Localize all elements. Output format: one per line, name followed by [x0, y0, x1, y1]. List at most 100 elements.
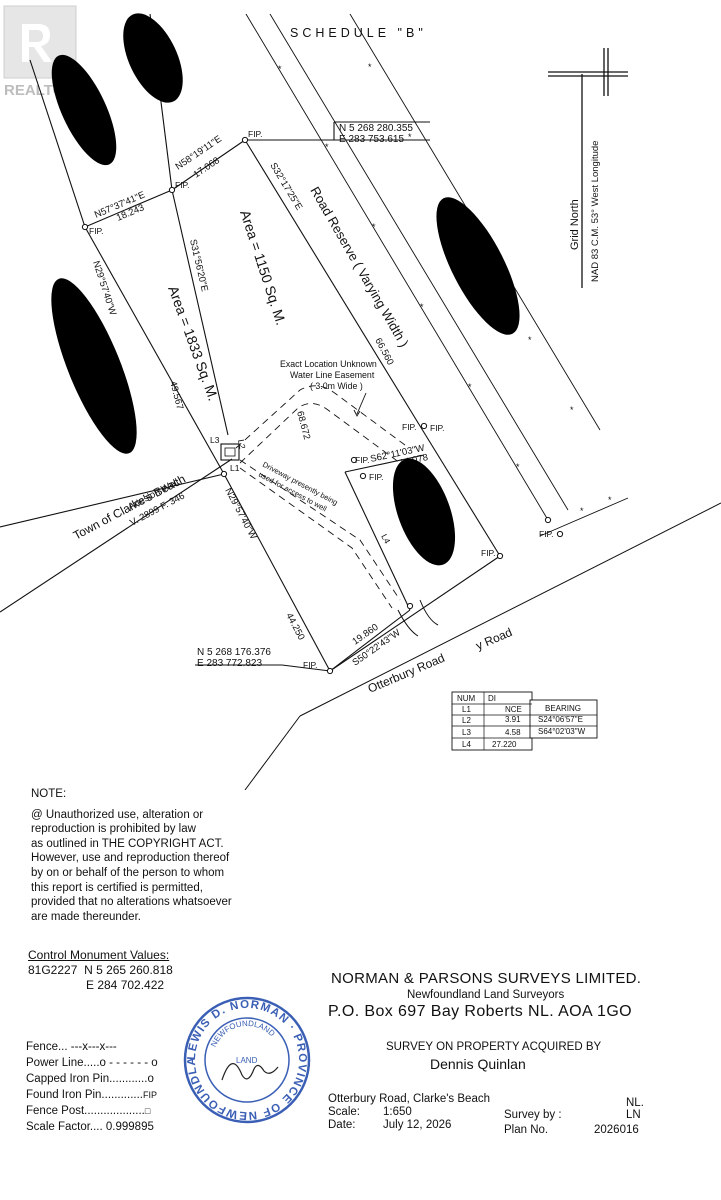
svg-text:*: *	[372, 222, 376, 232]
distance-label: 49.567	[167, 380, 185, 411]
surveyby-label: Survey by :	[504, 1109, 562, 1121]
bearing-label: N29°57'40"W	[222, 486, 258, 541]
redaction-marks	[51, 13, 520, 566]
svg-text:*: *	[468, 382, 472, 392]
top-easting: E 283 753.615	[339, 134, 404, 145]
svg-text:*: *	[325, 142, 329, 152]
table-cell: 4.58	[505, 728, 521, 737]
svg-text:*: *	[368, 62, 372, 72]
firm-subtitle: Newfoundland Land Surveyors	[407, 989, 565, 1001]
datum-label: NAD 83 C.M. 53° West Longitude	[590, 141, 601, 282]
svg-text:*: *	[580, 506, 584, 516]
schedule-title: SCHEDULE "B"	[290, 26, 427, 40]
fip-label: FIP.	[89, 226, 104, 236]
table-cell: 3.91	[505, 715, 521, 724]
top-northing: N 5 268 280.355	[339, 123, 413, 134]
table-header: DI	[488, 694, 496, 703]
svg-text:*: *	[570, 405, 574, 415]
road-label: Otterbury Road	[366, 651, 447, 696]
fip-label: FIP.	[175, 180, 190, 190]
surveyor-seal: LEWIS D. NORMAN · PROVINCE OF NEWFOUNDLA…	[182, 995, 311, 1124]
bottom-northing: N 5 268 176.376	[197, 647, 271, 658]
note-line: by on or behalf of the person to whom	[31, 866, 225, 879]
table-cell: L3	[462, 728, 471, 737]
fip-label: FIP.	[303, 660, 318, 670]
easement-label: Water Line Easement	[290, 370, 375, 380]
firm-address: P.O. Box 697 Bay Roberts NL. AOA 1GO	[328, 1003, 633, 1020]
easement-label: Exact Location Unknown	[280, 359, 377, 369]
legend-found-iron-pin: Found Iron Pin.............FIP	[26, 1089, 157, 1101]
found-iron-pins	[81, 136, 564, 675]
surveyby-value: LN	[626, 1109, 641, 1121]
bearing-label: N29°57'40"W	[90, 260, 118, 317]
bearing-label: S31°56'20"E	[187, 238, 210, 292]
table-header: NCE	[505, 705, 522, 714]
seal-mid-text: LAND	[236, 1056, 258, 1065]
l1-label: L1	[230, 463, 240, 473]
svg-text:*: *	[420, 302, 424, 312]
date-value: July 12, 2026	[383, 1119, 452, 1131]
plan-label: Plan No.	[504, 1124, 549, 1136]
fip-label: FIP.	[355, 455, 370, 465]
scale-label: Scale:	[328, 1106, 360, 1118]
north-arrow-icon	[548, 48, 628, 288]
l2-label: L2	[236, 439, 248, 450]
fence-markers: *** *** *** *** **	[278, 62, 612, 516]
table-cell: L1	[462, 705, 471, 714]
survey-map: REALTOR SCHEDULE "B" Grid North NAD 83 C…	[0, 5, 721, 790]
otterbury-road	[244, 502, 721, 790]
svg-text:*: *	[528, 335, 532, 345]
water-line-easement	[235, 385, 406, 609]
table-cell: 27.220	[492, 740, 517, 749]
control-title: Control Monument Values:	[28, 948, 170, 962]
note-line: as outlined in THE COPYRIGHT ACT.	[31, 837, 224, 850]
fip-label: FIP.	[481, 548, 496, 558]
firm-name: NORMAN & PARSONS SURVEYS LIMITED.	[331, 970, 642, 987]
legend-fence: Fence... ---x---x---	[26, 1041, 117, 1053]
date-label: Date:	[328, 1119, 356, 1131]
note-title: NOTE:	[31, 788, 67, 800]
plan-number: 2026016	[594, 1124, 639, 1136]
legend: Fence... ---x---x--- Power Line.....o - …	[26, 1039, 158, 1135]
signature-icon	[221, 1063, 279, 1081]
road-label-partial: y Road	[474, 625, 514, 653]
note-line: reproduction is prohibited by law	[31, 823, 196, 836]
bottom-easting: E 283 772.823	[197, 658, 262, 669]
l4-label: L4	[379, 532, 392, 545]
control-northing: N 5 265 260.818	[84, 963, 173, 977]
owner-name: Dennis Quinlan	[430, 1056, 526, 1072]
table-cell: S64°02'03"W	[538, 727, 586, 736]
note-line: this report is certified is permitted,	[31, 881, 203, 894]
control-easting: E 284 702.422	[86, 978, 165, 992]
table-cell: L2	[462, 716, 471, 725]
control-monument: Control Monument Values: 81G2227 N 5 265…	[28, 948, 173, 993]
line-distance-table: NUM DI NCE BEARING L1 L2 3.91 S24°06'57"…	[451, 691, 598, 751]
svg-text:*: *	[516, 462, 520, 472]
fip-label: FIP.	[369, 472, 384, 482]
legend-power-line: Power Line.....o - - - - - - o	[26, 1057, 158, 1069]
svg-text:*: *	[278, 64, 282, 74]
easement-label: ( 3.0m Wide )	[310, 381, 363, 391]
distance-label: 68.672	[294, 410, 312, 441]
fip-label: FIP.	[402, 422, 417, 432]
grid-north-label: Grid North	[569, 199, 581, 250]
table-cell: S24°06'57"E	[538, 715, 583, 724]
table-header: NUM	[457, 694, 476, 703]
legend-fence-post: Fence Post...................□	[26, 1105, 151, 1117]
note-line: are made thereunder.	[31, 910, 141, 923]
svg-text:*: *	[608, 495, 612, 505]
l3-label: L3	[210, 435, 220, 445]
survey-title: SURVEY ON PROPERTY ACQUIRED BY	[386, 1041, 602, 1053]
legend-scale-factor: Scale Factor.... 0.999895	[26, 1121, 154, 1133]
plan-location: Otterbury Road, Clarke's Beach	[328, 1093, 490, 1105]
control-id: 81G2227	[28, 963, 78, 977]
svg-text:*: *	[408, 132, 412, 142]
fip-label: FIP.	[430, 423, 445, 433]
road-reserve-fences	[245, 13, 629, 537]
well-icon	[220, 443, 240, 461]
fip-label: FIP.	[539, 529, 554, 539]
copyright-note: NOTE: @ Unauthorized use, alteration or …	[31, 787, 232, 924]
scale-value: 1:650	[383, 1106, 412, 1118]
legend-capped-iron-pin: Capped Iron Pin............o	[26, 1073, 154, 1085]
